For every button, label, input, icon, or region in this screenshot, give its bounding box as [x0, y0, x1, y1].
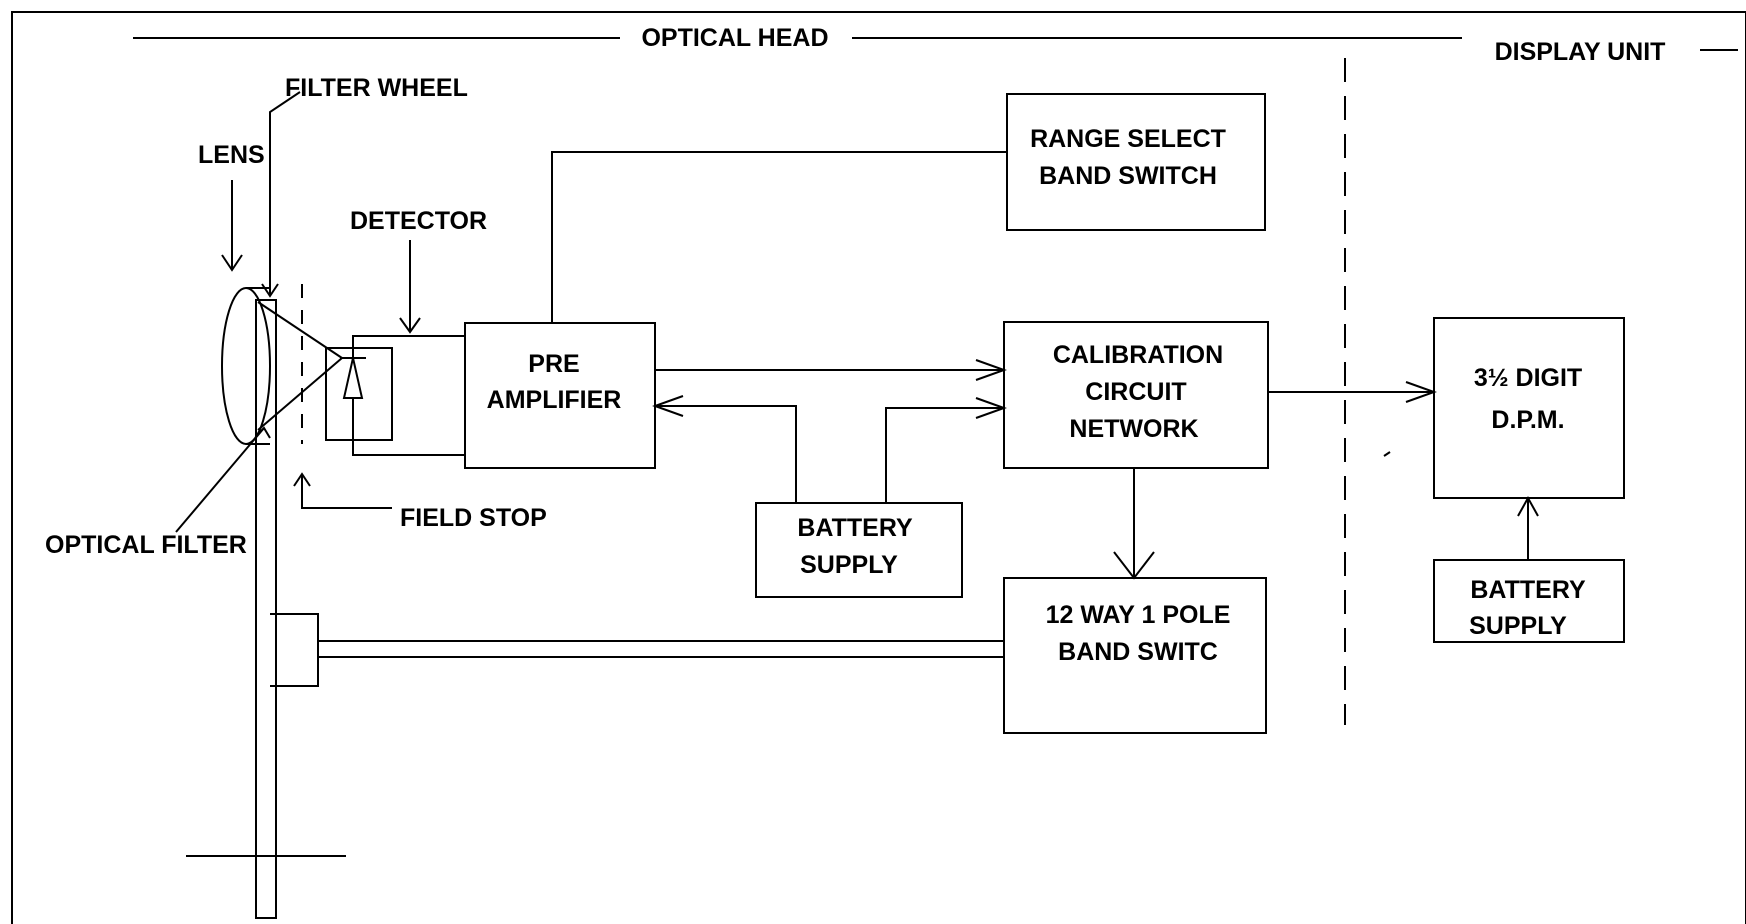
- pre-amplifier-line2: AMPLIFIER: [487, 386, 622, 414]
- display-unit-label: DISPLAY UNIT: [1495, 38, 1666, 66]
- preamp-to-range-select: [551, 151, 1007, 323]
- field-stop-label: FIELD STOP: [400, 504, 547, 532]
- battery-supply-left-line1: BATTERY: [797, 514, 913, 542]
- optical-filter-label: OPTICAL FILTER: [45, 531, 247, 559]
- battery-to-preamp: [655, 405, 797, 503]
- optical-filter-leader: [175, 427, 265, 533]
- light-ray-lower: [257, 357, 343, 431]
- band-switch-block: 12 WAY 1 POLE BAND SWITC: [1003, 577, 1267, 734]
- lens-assembly: [221, 284, 343, 919]
- range-select-line2: BAND SWITCH: [1039, 162, 1217, 190]
- pre-amplifier-block: PRE AMPLIFIER: [464, 322, 656, 469]
- dpm-line1: 3½ DIGIT: [1474, 364, 1582, 392]
- calibration-line3: NETWORK: [1069, 415, 1198, 443]
- optical-head-label: OPTICAL HEAD: [641, 24, 828, 52]
- calibration-line2: CIRCUIT: [1085, 378, 1186, 406]
- field-stop-leader: [301, 474, 392, 509]
- detector-element: [325, 335, 465, 456]
- band-switch-line1: 12 WAY 1 POLE: [1046, 601, 1231, 629]
- outer-frame: [11, 11, 1746, 924]
- filter-wheel-leader: [269, 91, 301, 294]
- battery-to-calibration: [885, 407, 1004, 503]
- calibration-line1: CALIBRATION: [1053, 341, 1223, 369]
- band-switch-line2: BAND SWITC: [1058, 638, 1218, 666]
- range-select-block: RANGE SELECT BAND SWITCH: [1006, 93, 1266, 231]
- stray-mark: [1383, 451, 1391, 457]
- battery-supply-right-line1: BATTERY: [1470, 576, 1586, 604]
- battery-supply-left-line2: SUPPLY: [800, 551, 898, 579]
- battery-supply-right-line2: SUPPLY: [1469, 612, 1567, 640]
- lens-label: LENS: [198, 141, 265, 169]
- dpm-line2: D.P.M.: [1491, 406, 1564, 434]
- filter-wheel-linkage: [270, 613, 1004, 687]
- calibration-block: CALIBRATION CIRCUIT NETWORK: [1003, 321, 1269, 469]
- battery-supply-left-block: BATTERY SUPPLY: [755, 502, 963, 598]
- detector-label: DETECTOR: [350, 207, 487, 235]
- filter-wheel-label: FILTER WHEEL: [285, 74, 468, 102]
- dpm-block: 3½ DIGIT D.P.M.: [1433, 317, 1625, 499]
- range-select-line1: RANGE SELECT: [1030, 125, 1226, 153]
- light-ray-upper: [257, 301, 343, 359]
- lens-ellipse: [221, 287, 271, 445]
- battery-supply-right-block: BATTERY SUPPLY: [1433, 559, 1625, 643]
- pre-amplifier-line1: PRE: [528, 350, 579, 378]
- filter-wheel-shaft: [255, 299, 277, 919]
